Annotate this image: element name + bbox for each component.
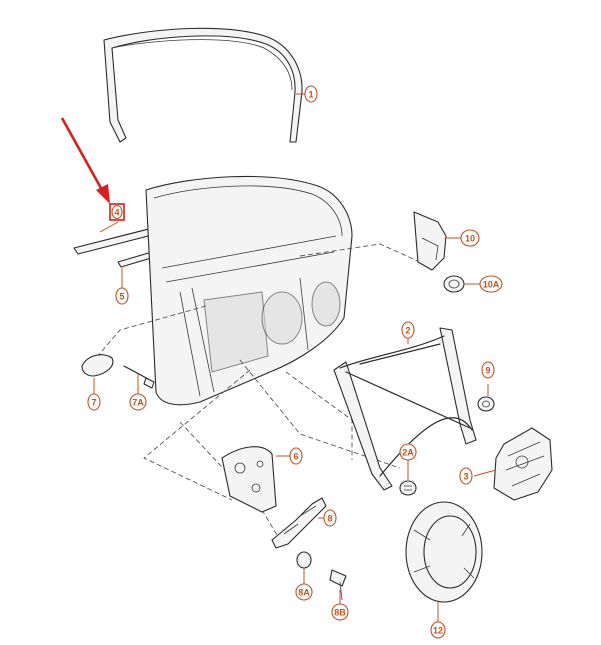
callout-10: 10 [460,229,480,247]
svg-text:7: 7 [91,398,96,408]
callout-8a: 8A [295,583,313,601]
svg-text:2: 2 [405,326,410,336]
callout-6: 6 [289,447,303,465]
svg-text:10A: 10A [483,280,500,290]
svg-text:8B: 8B [334,608,346,618]
regulator-nut [477,384,495,412]
handle-trim [81,354,114,394]
svg-text:8A: 8A [298,588,310,598]
callout-2: 2 [401,321,415,339]
callout-3: 3 [459,467,473,485]
callout-5: 5 [115,287,129,305]
svg-text:9: 9 [485,366,490,376]
window-motor [473,427,553,501]
red-pointer-arrow [60,117,110,204]
svg-text:7A: 7A [132,398,144,408]
callout-8b: 8B [331,603,349,621]
window-frame-seal [103,27,305,143]
svg-text:6: 6 [293,452,298,462]
mounting-screw [329,569,347,604]
regulator-bolt [399,460,417,496]
callout-9: 9 [481,361,495,379]
callout-2a: 2A [399,443,417,461]
svg-text:8: 8 [327,514,332,524]
door-shell [145,175,353,406]
callout-1: 1 [304,85,318,103]
callout-8: 8 [323,509,337,527]
svg-text:1: 1 [308,90,313,100]
callout-4: 4 [109,203,125,221]
mirror-bracket [413,211,462,271]
cable-bracket [271,497,327,549]
svg-text:12: 12 [433,626,443,636]
svg-text:4: 4 [114,208,119,218]
insulation-ring [405,501,483,622]
svg-text:2A: 2A [402,448,414,458]
callout-10a: 10A [479,275,503,293]
window-regulator [333,327,477,491]
handle-bracket-plate [221,446,290,513]
svg-text:3: 3 [463,472,468,482]
svg-text:5: 5 [119,292,124,302]
callout-7a: 7A [129,393,147,411]
callout-12: 12 [430,621,446,639]
handle-rod [123,365,155,394]
callout-7: 7 [87,393,101,411]
grommet [443,275,480,293]
svg-text:10: 10 [465,234,475,244]
retaining-clip [296,551,312,584]
